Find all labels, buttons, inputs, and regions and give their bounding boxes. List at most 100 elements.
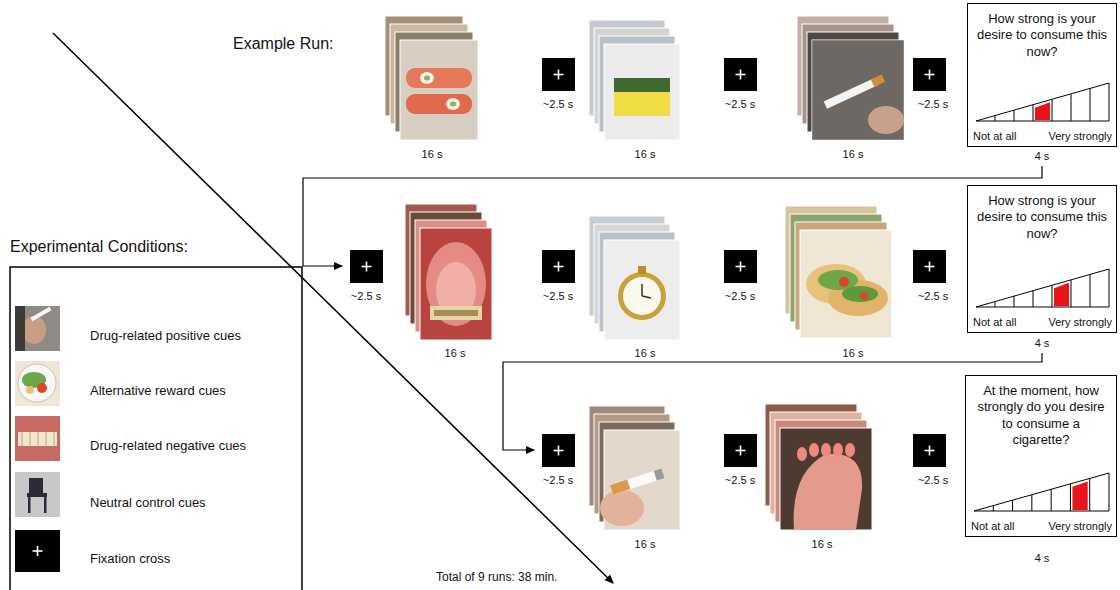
picture-part <box>833 443 843 457</box>
duration-label: ~2.5 s <box>918 474 948 487</box>
image-stack <box>589 406 680 530</box>
duration-label: 16 s <box>843 148 864 161</box>
flow-line <box>303 166 1042 266</box>
front-photo <box>420 228 492 340</box>
heading-label: Total of 9 runs: 38 min. <box>436 571 557 585</box>
run-diagonal <box>53 33 613 583</box>
legend-sample <box>15 472 60 517</box>
picture-part <box>641 284 643 296</box>
image-stack <box>385 16 478 140</box>
scale-anchor: Very strongly <box>1048 316 1112 328</box>
picture-part <box>18 432 57 446</box>
duration-label: ~2.5 s <box>918 98 948 111</box>
image-stack <box>589 20 680 140</box>
picture-part <box>15 361 60 406</box>
legend-sample <box>15 416 60 461</box>
picture-part <box>38 432 39 446</box>
fixation-cross <box>542 250 575 283</box>
scale-tick <box>1070 484 1071 511</box>
legend-box <box>10 267 302 590</box>
cross-mark <box>558 446 560 456</box>
duration-label: 16 s <box>422 148 443 161</box>
duration-label: ~2.5 s <box>725 474 755 487</box>
scale-tick <box>995 302 996 307</box>
front-photo <box>800 230 892 338</box>
fixation-cross <box>724 58 757 91</box>
duration-label: ~2.5 s <box>543 290 573 303</box>
cross-mark <box>929 70 931 80</box>
rating-question: How strong is your desire to consume thi… <box>968 4 1116 60</box>
picture-part <box>812 40 904 140</box>
scale-tick <box>1014 110 1015 121</box>
heading-label: Experimental Conditions: <box>10 238 188 256</box>
fixation-cross <box>913 434 946 467</box>
fixation-cross <box>542 434 575 467</box>
picture-part <box>420 72 434 84</box>
duration-label: ~2.5 s <box>725 290 755 303</box>
fixation-square <box>724 434 757 467</box>
picture-part <box>839 277 849 287</box>
legend-text: Neutral control cues <box>90 495 206 510</box>
picture-part <box>610 470 661 495</box>
picture-part <box>824 78 878 109</box>
fixation-square <box>542 58 575 91</box>
image-stack <box>589 216 680 340</box>
fixation-cross <box>913 58 946 91</box>
scale-anchor: Very strongly <box>1048 130 1112 142</box>
legend-text: Fixation cross <box>90 551 170 566</box>
scale-tick <box>1090 274 1091 307</box>
picture-part <box>22 432 23 446</box>
picture-part <box>46 432 47 446</box>
picture-part <box>860 292 868 300</box>
rating-question: How strong is your desire to consume thi… <box>968 186 1116 242</box>
fixation-cross <box>350 250 383 283</box>
selected-rating <box>1054 283 1069 306</box>
picture-part <box>30 432 31 446</box>
legend-text: Alternative reward cues <box>90 383 226 398</box>
cross-mark <box>558 70 560 80</box>
picture-part <box>27 493 47 497</box>
picture-part <box>28 497 31 513</box>
picture-part <box>426 242 486 326</box>
duration-label: 16 s <box>635 148 656 161</box>
fixation-cross <box>913 250 946 283</box>
image-stack <box>405 204 492 340</box>
picture-part <box>44 497 47 513</box>
picture-part <box>37 383 47 393</box>
picture-part <box>15 416 60 461</box>
rating-box: How strong is your desire to consume thi… <box>967 3 1117 147</box>
fixation-cross <box>542 58 575 91</box>
picture-part <box>54 432 55 446</box>
legend-sample <box>15 361 60 406</box>
picture-part <box>642 296 651 298</box>
picture-part <box>18 364 56 402</box>
selected-rating <box>1072 481 1087 510</box>
picture-part <box>434 310 478 316</box>
picture-part <box>868 106 904 134</box>
scale-wedge <box>974 473 1109 511</box>
picture-part <box>406 94 472 114</box>
duration-label: 4 s <box>1035 337 1050 350</box>
cross-mark <box>929 446 931 456</box>
scale-tick <box>1014 296 1015 307</box>
scale-tick <box>1031 495 1032 511</box>
picture-part <box>618 272 666 320</box>
fixation-square <box>542 434 575 467</box>
scale-tick <box>1071 94 1072 121</box>
picture-part <box>406 68 472 88</box>
picture-part <box>845 443 855 457</box>
picture-part <box>30 307 51 321</box>
front-photo <box>604 240 680 340</box>
picture-part <box>797 447 807 461</box>
rating-question: At the moment, how strongly do you desir… <box>966 376 1116 448</box>
front-photo <box>780 428 872 530</box>
duration-label: 16 s <box>635 538 656 551</box>
cross-mark <box>740 446 742 456</box>
picture-part <box>450 102 456 107</box>
scale-wedge <box>976 83 1109 121</box>
picture-part <box>15 472 60 517</box>
picture-part <box>842 286 878 302</box>
scale-tick <box>1089 478 1090 511</box>
duration-label: ~2.5 s <box>725 98 755 111</box>
picture-part <box>15 306 60 351</box>
